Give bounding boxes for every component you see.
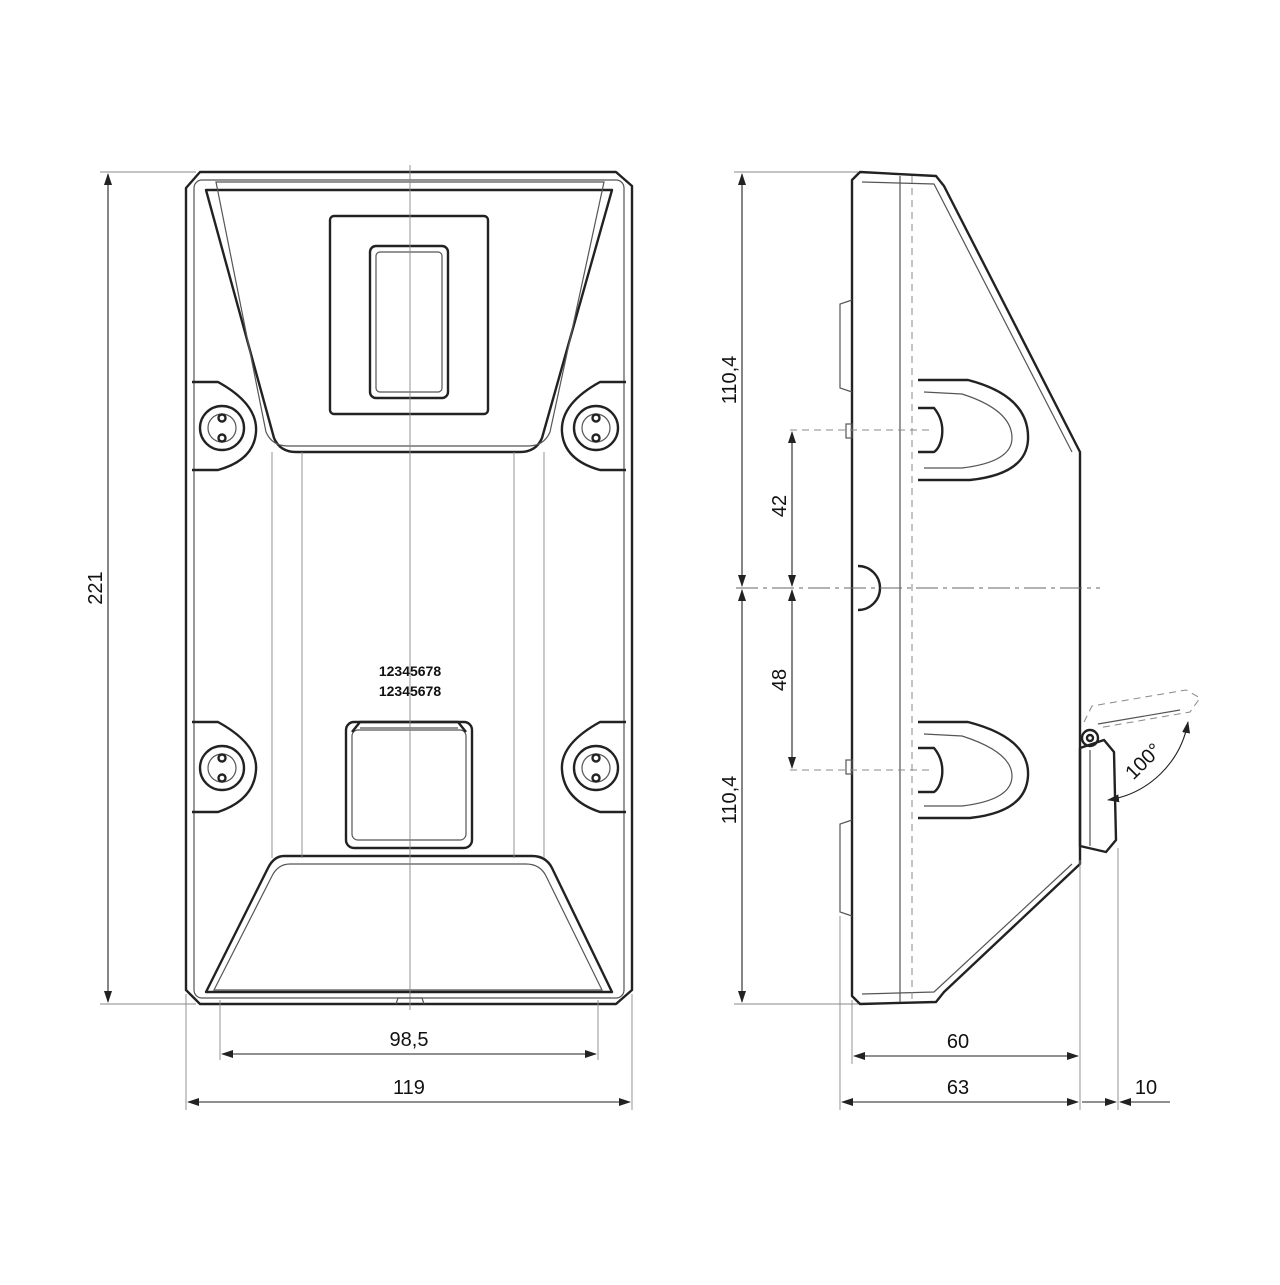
side-connector-cap [1078,738,1118,854]
upper-trapezoid-recess [204,188,614,454]
lower-trapezoid-recess [204,854,614,994]
dim-width-119: 119 [393,1077,425,1099]
mount-boss-top-right [560,380,626,472]
front-body-outline [184,170,634,1006]
mount-boss-bottom-left [192,720,258,814]
flap-angle-arc [1107,721,1190,803]
side-view: 100° [736,170,1201,1006]
upper-window-pane [368,244,450,400]
side-clip-upper [918,378,1030,482]
front-dimensions: 221 98,5 119 [85,171,633,1110]
side-clip-lower [918,720,1030,820]
dim-lower-110-4: 110,4 [719,776,741,825]
dim-depth-60: 60 [947,1031,969,1053]
side-dimensions: 110,4 110,4 42 48 60 63 10 [719,171,1170,1110]
upper-window-frame [328,214,490,416]
flap-hinge [1080,728,1100,748]
side-body-outline [850,170,1082,1006]
dim-height-221: 221 [85,571,107,604]
front-body-inner-edge [193,179,625,999]
dim-upper-110-4: 110,4 [719,356,741,405]
dim-offset-42: 42 [769,495,791,517]
open-flap-outline [1083,689,1201,729]
mount-boss-bottom-right [560,720,626,814]
dim-flap-10: 10 [1135,1077,1157,1099]
dim-flap-angle: 100° [1121,739,1166,784]
dim-width-98-5: 98,5 [390,1029,429,1051]
dim-offset-48: 48 [769,669,791,691]
front-view: 12345678 12345678 [184,165,634,1010]
connector-lid-edge [351,720,467,733]
dim-depth-63: 63 [947,1077,969,1099]
mount-boss-top-left [192,380,258,472]
connector-housing [344,720,474,850]
